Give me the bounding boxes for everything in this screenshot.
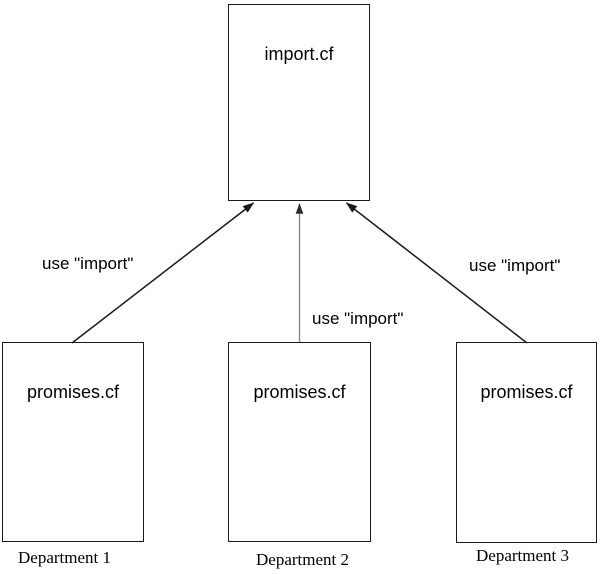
promises-cf-label-3: promises.cf [480,382,573,402]
promises-cf-box-3: promises.cf [456,342,597,543]
promises-cf-label-1: promises.cf [26,382,120,402]
edge-label-use-import-2: use "import" [312,309,404,328]
caption-department-1: Department 1 [18,548,111,567]
promises-cf-box-2: promises.cf [228,342,371,542]
promises-cf-label-2: promises.cf [253,382,346,402]
import-cf-box: import.cf [228,4,370,201]
import-cf-label: import.cf [264,44,334,64]
caption-department-2: Department 2 [256,550,349,569]
edge-label-use-import-3: use "import" [469,256,561,275]
edge-label-use-import-1: use "import" [42,254,134,273]
promises-cf-box-1: promises.cf [2,342,144,542]
caption-department-3: Department 3 [476,546,569,565]
